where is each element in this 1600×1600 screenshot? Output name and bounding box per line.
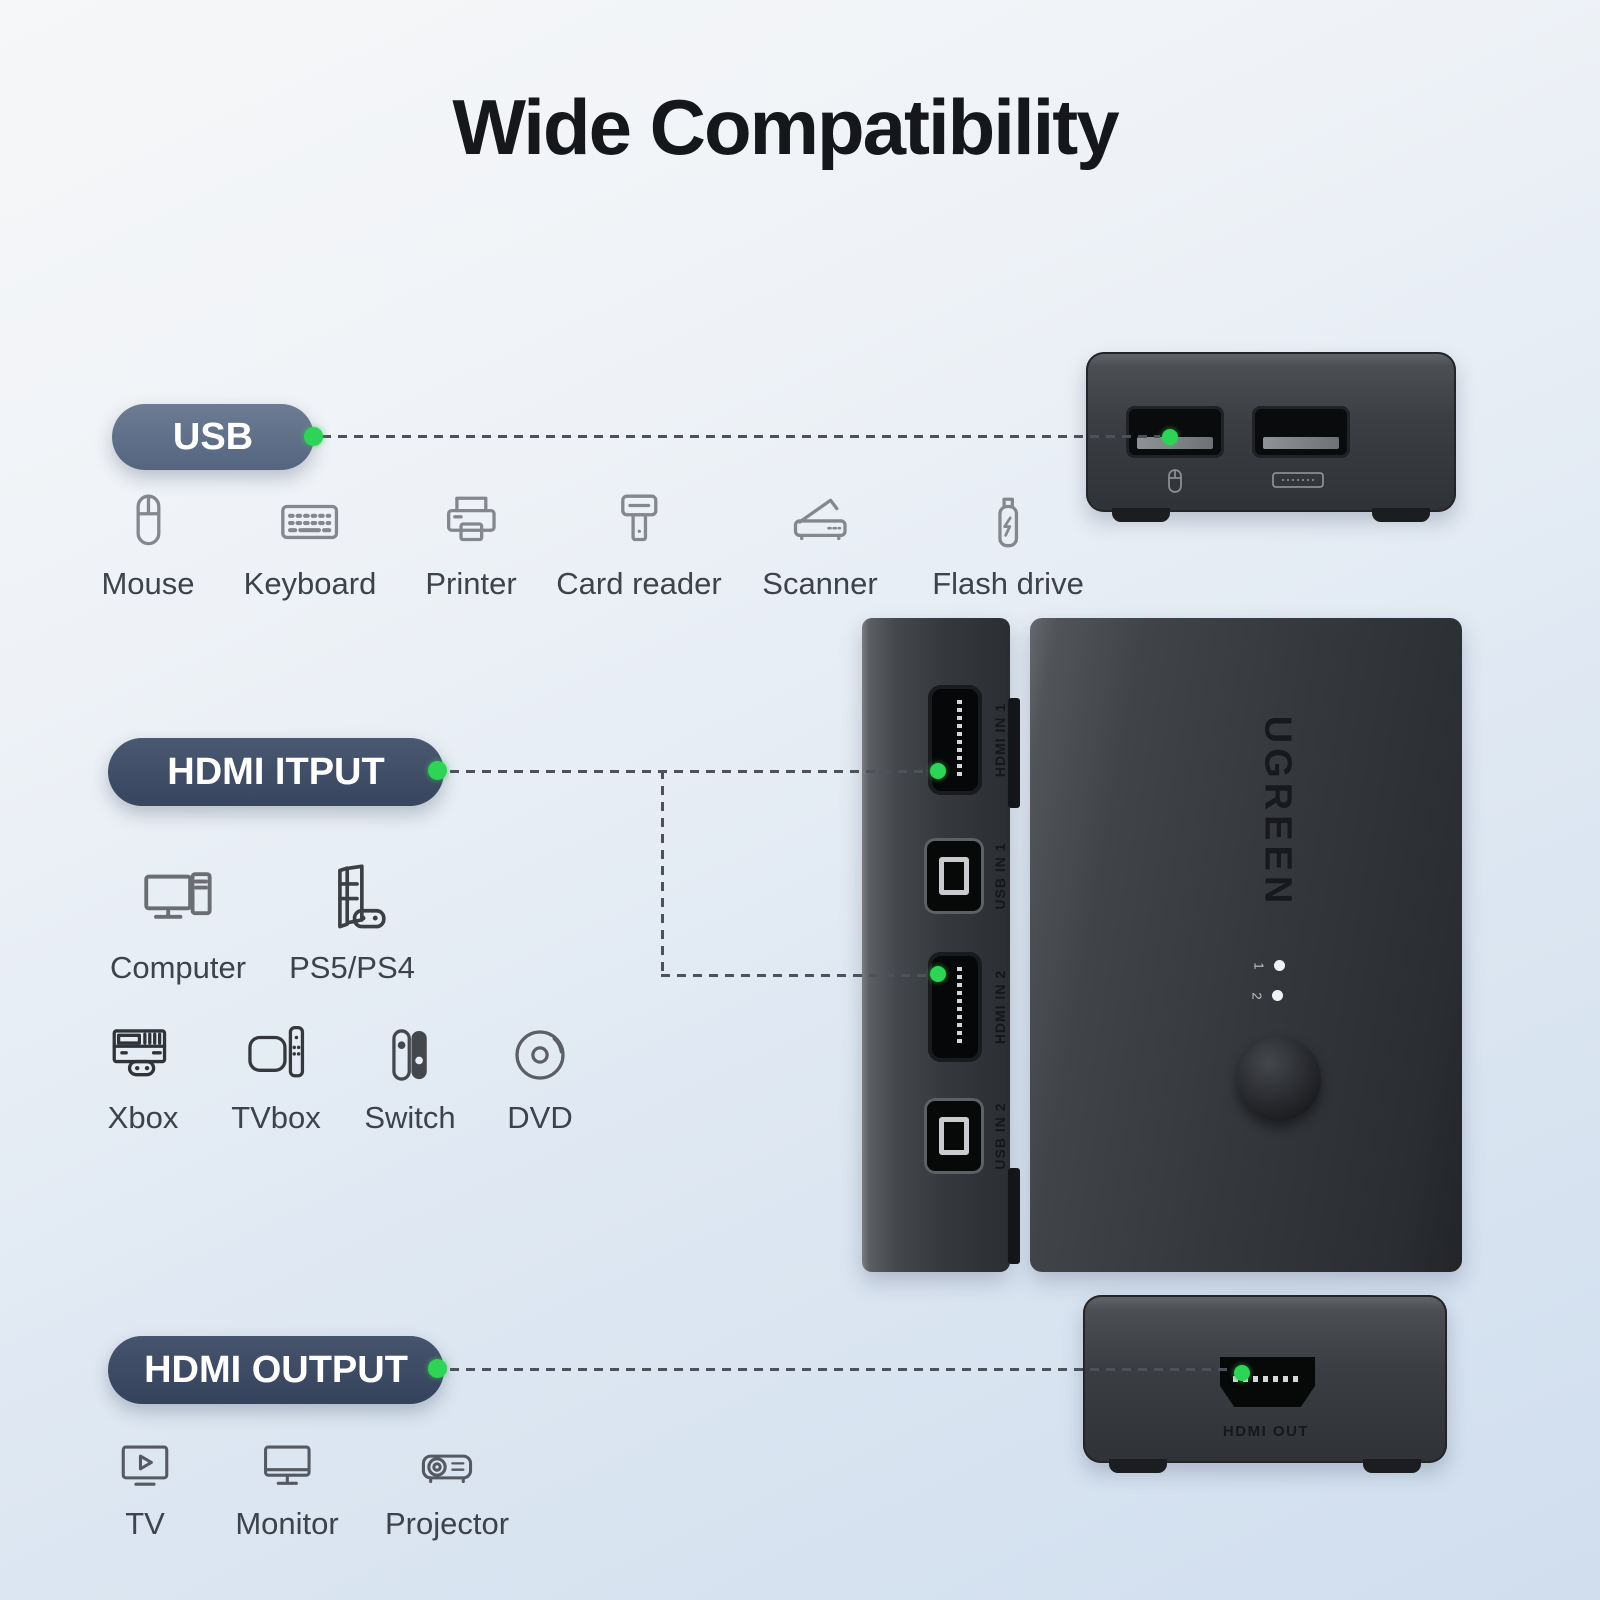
switch-icon <box>391 1029 427 1081</box>
hdmi-in-1-green-dot <box>930 763 946 779</box>
usb-in-1-port <box>924 838 984 914</box>
device-label: Projector <box>384 1506 510 1541</box>
hdmi-input-branch-vertical <box>661 770 664 976</box>
device-label: Mouse <box>101 566 195 601</box>
hdmi-input1-connector-line <box>450 770 932 773</box>
hdmi-input-pill-green-dot <box>428 761 447 780</box>
usb-port-green-dot <box>1162 429 1178 445</box>
hdmi-out-port-label: HDMI OUT <box>1222 1423 1310 1440</box>
hdmi-in-1-port-label: HDMI IN 1 <box>992 702 1008 778</box>
usb-a-port-2 <box>1252 406 1350 458</box>
hdmi-out-green-dot <box>1234 1365 1250 1381</box>
device-label: Printer <box>425 566 517 601</box>
card-reader-icon <box>620 494 658 542</box>
tv-icon <box>121 1445 169 1486</box>
page-title: Wide Compatibility <box>452 83 1119 171</box>
dvd-icon <box>515 1030 565 1080</box>
ps5-ps4-icon <box>337 864 386 929</box>
hdmi-input2-connector-line <box>661 974 932 977</box>
list-item-projector: Projector <box>385 1438 509 1542</box>
list-item-tvbox: TVbox <box>231 1020 321 1136</box>
keyboard-icon <box>281 504 339 540</box>
device-foot <box>1112 508 1170 522</box>
mouse-port-icon <box>1168 469 1182 493</box>
device-label: PS5/PS4 <box>289 950 415 985</box>
device-label: TV <box>125 1506 165 1541</box>
list-item-dvd: DVD <box>505 1020 575 1136</box>
hdmi-in-2-green-dot <box>930 966 946 982</box>
xbox-icon <box>112 1029 167 1077</box>
list-item-monitor: Monitor <box>235 1438 339 1542</box>
usb-pill-label: USB <box>172 415 254 458</box>
kvm-switch-usb-panel-photo <box>1086 352 1456 522</box>
side-clip <box>1008 698 1020 808</box>
tvbox-icon <box>248 1026 304 1078</box>
device-label: Scanner <box>762 566 878 601</box>
hdmi-out-port <box>1220 1357 1315 1407</box>
brand-logo-text: UGREEN <box>1256 715 1299 909</box>
indicator-1-led <box>1274 960 1285 971</box>
device-label: Keyboard <box>243 566 377 601</box>
list-item-computer: Computer <box>110 862 246 986</box>
device-label: Xbox <box>107 1100 179 1135</box>
side-clip <box>1008 1168 1020 1264</box>
hdmi-input-pill: HDMI ITPUT <box>108 738 444 806</box>
usb-pill-green-dot <box>304 427 323 446</box>
list-item-flash-drive: Flash drive <box>932 490 1084 602</box>
list-item-ps5-ps4: PS5/PS4 <box>289 862 415 986</box>
list-item-scanner: Scanner <box>762 490 878 602</box>
list-item-mouse: Mouse <box>101 490 195 602</box>
device-foot <box>1372 508 1430 522</box>
device-label: DVD <box>507 1100 573 1135</box>
computer-icon <box>144 872 212 919</box>
projector-icon <box>421 1454 473 1484</box>
indicator-2-label: 2 <box>1249 992 1265 1000</box>
list-item-xbox: Xbox <box>107 1020 179 1136</box>
device-foot <box>1363 1459 1421 1473</box>
list-item-printer: Printer <box>425 490 517 602</box>
usb-in-1-port-label: USB IN 1 <box>992 842 1008 910</box>
kvm-switch-front-face-photo <box>1030 618 1462 1272</box>
monitor-icon <box>263 1445 311 1485</box>
device-label: Card reader <box>556 566 722 601</box>
device-foot <box>1109 1459 1167 1473</box>
device-label: TVbox <box>231 1100 321 1135</box>
printer-icon <box>446 496 496 542</box>
list-item-card-reader: Card reader <box>556 490 722 602</box>
device-label: Monitor <box>235 1506 339 1541</box>
indicator-1-label: 1 <box>1251 962 1267 970</box>
device-label: Computer <box>109 950 247 985</box>
hdmi-in-2-port-label: HDMI IN 2 <box>992 969 1008 1045</box>
flash-drive-icon <box>998 497 1018 548</box>
list-item-keyboard: Keyboard <box>243 490 377 602</box>
kvm-switch-side-panel-photo <box>862 618 1020 1272</box>
device-label: Flash drive <box>932 566 1084 601</box>
usb-connector-line <box>322 435 1160 438</box>
indicator-2-led <box>1272 990 1283 1001</box>
mouse-icon <box>136 494 160 546</box>
hdmi-output-pill-green-dot <box>428 1359 447 1378</box>
usb-pill: USB <box>112 404 314 470</box>
switch-button <box>1237 1037 1321 1121</box>
hdmi-output-pill: HDMI OUTPUT <box>108 1336 444 1404</box>
list-item-tv: TV <box>116 1438 174 1542</box>
keyboard-port-icon <box>1272 472 1324 488</box>
list-item-switch: Switch <box>364 1020 456 1136</box>
device-label: Switch <box>364 1100 456 1135</box>
hdmi-input-pill-label: HDMI ITPUT <box>167 750 385 793</box>
scanner-icon <box>793 498 847 541</box>
hdmi-output-pill-label: HDMI OUTPUT <box>144 1348 408 1391</box>
usb-in-2-port-label: USB IN 2 <box>992 1102 1008 1170</box>
hdmi-output-connector-line <box>450 1368 1234 1371</box>
usb-in-2-port <box>924 1098 984 1174</box>
kvm-switch-hdmi-out-panel-photo: HDMI OUT <box>1083 1295 1447 1473</box>
